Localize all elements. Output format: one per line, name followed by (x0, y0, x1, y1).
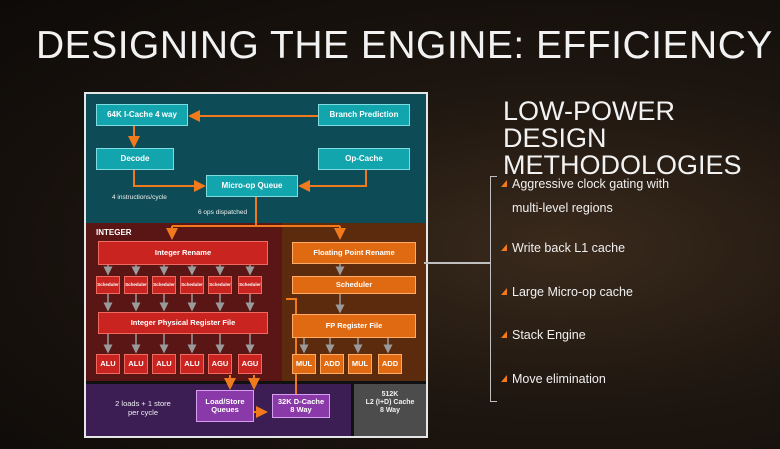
fp-add-unit-2: ADD (378, 354, 402, 374)
right-heading: LOW-POWER DESIGN METHODOLOGIES (503, 98, 780, 179)
integer-scheduler-3: Scheduler (152, 276, 176, 294)
integer-scheduler-4: Scheduler (180, 276, 204, 294)
dcache-line2: 8 Way (290, 405, 312, 414)
agu-unit-2: AGU (238, 354, 262, 374)
branch-prediction-block: Branch Prediction (318, 104, 410, 126)
d-cache-block: 32K D-Cache 8 Way (272, 394, 330, 418)
bullet-text: Stack Engine (512, 328, 586, 342)
ops-dispatched-label: 6 ops dispatched (198, 209, 248, 216)
integer-scheduler-5: Scheduler (208, 276, 232, 294)
l2-line2: L2 (I+D) Cache (365, 399, 415, 407)
fp-mul-unit-1: MUL (292, 354, 316, 374)
icache-block: 64K I-Cache 4 way (96, 104, 188, 126)
fp-scheduler-block: Scheduler (292, 276, 416, 294)
fp-rename-block: Floating Point Rename (292, 242, 416, 264)
triangle-bullet-icon (501, 180, 507, 187)
bullet-text: Write back L1 cache (512, 241, 626, 255)
decode-block: Decode (96, 148, 174, 170)
fp-add-unit-1: ADD (320, 354, 344, 374)
dcache-line1: 32K D-Cache (277, 396, 325, 406)
lsq-line1: Load/Store (205, 396, 245, 406)
triangle-bullet-icon (501, 288, 507, 295)
op-cache-block: Op-Cache (318, 148, 410, 170)
bullet-text: Aggressive clock gating with (512, 177, 670, 191)
l2-cache-region (354, 384, 426, 436)
fp-register-file-block: FP Register File (292, 314, 416, 338)
bullet-item-write-back: Write back L1 cache (501, 241, 625, 256)
alu-unit-2: ALU (124, 354, 148, 374)
bullet-text-continued: multi-level regions (512, 201, 613, 215)
loads-per-cycle-line1: 2 loads + 1 store (115, 399, 171, 408)
bullet-bracket (490, 176, 497, 402)
integer-scheduler-1: Scheduler (96, 276, 120, 294)
integer-register-file-block: Integer Physical Register File (98, 312, 268, 334)
triangle-bullet-icon (501, 331, 507, 338)
lsq-line2: Queues (211, 405, 239, 414)
integer-label: INTEGER (96, 228, 132, 237)
integer-scheduler-6: Scheduler (238, 276, 262, 294)
l2-line3: 8 Way (380, 407, 400, 415)
l2-cache-label: 512K L2 (I+D) Cache 8 Way (354, 391, 426, 415)
bullet-item-move-elimination: Move elimination (501, 372, 606, 387)
triangle-bullet-icon (501, 375, 507, 382)
agu-unit-1: AGU (208, 354, 232, 374)
micro-op-queue-block: Micro-op Queue (206, 175, 298, 197)
right-heading-line2: METHODOLOGIES (503, 150, 742, 180)
bullet-text: Large Micro-op cache (512, 285, 633, 299)
instructions-per-cycle-label: 4 instructions/cycle (112, 194, 167, 201)
integer-scheduler-2: Scheduler (124, 276, 148, 294)
triangle-bullet-icon (501, 244, 507, 251)
slide-title: DESIGNING THE ENGINE: EFFICIENCY (36, 24, 773, 67)
l2-line1: 512K (381, 391, 399, 398)
loads-per-cycle-line2: per cycle (127, 408, 158, 417)
integer-rename-block: Integer Rename (98, 241, 268, 265)
bullet-item-stack-engine: Stack Engine (501, 328, 586, 343)
bullet-item-micro-op-cache: Large Micro-op cache (501, 285, 633, 300)
zen-core-block-diagram: 64K I-Cache 4 way Branch Prediction Deco… (84, 92, 428, 438)
alu-unit-1: ALU (96, 354, 120, 374)
bullet-item-clock-gating: Aggressive clock gating with multi-level… (501, 177, 669, 216)
loads-per-cycle-label: 2 loads + 1 store per cycle (98, 399, 188, 417)
connector-line (424, 262, 490, 264)
bullet-text: Move elimination (512, 372, 606, 386)
alu-unit-3: ALU (152, 354, 176, 374)
fp-mul-unit-2: MUL (348, 354, 372, 374)
load-store-queues-block: Load/Store Queues (196, 390, 254, 422)
right-heading-line1: LOW-POWER DESIGN (503, 96, 676, 153)
alu-unit-4: ALU (180, 354, 204, 374)
